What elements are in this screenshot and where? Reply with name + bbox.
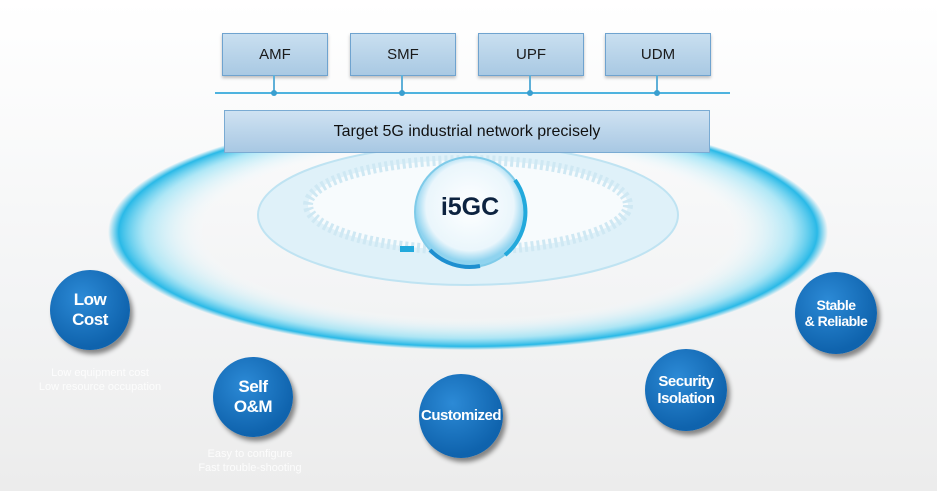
banner: Target 5G industrial network precisely (224, 110, 710, 153)
nf-box-upf: UPF (478, 33, 584, 76)
core-label: i5GC (440, 193, 500, 221)
feature-label: Stable (816, 296, 856, 313)
feature-label: & Reliable (804, 313, 868, 329)
bus-node (527, 90, 533, 96)
connector (401, 75, 403, 94)
feature-label: O&M (233, 397, 273, 416)
feature-label: Cost (72, 310, 108, 329)
bus-node (399, 90, 405, 96)
connector (656, 75, 658, 94)
feature-customized: Customized (419, 374, 503, 458)
nf-box-udm: UDM (605, 33, 711, 76)
nf-box-amf: AMF (222, 33, 328, 76)
feature-label: Security (658, 372, 714, 390)
feature-label: Isolation (657, 390, 715, 407)
feature-stable-reliable: Stable& Reliable (795, 272, 877, 354)
feature-label: Self (238, 377, 268, 397)
bus-node (654, 90, 660, 96)
bus-node (271, 90, 277, 96)
nf-box-smf: SMF (350, 33, 456, 76)
feature-label: Low (73, 290, 107, 310)
connector (529, 75, 531, 94)
connector (273, 75, 275, 94)
service-bus-line (215, 92, 730, 94)
feature-label: Customized (420, 407, 502, 425)
